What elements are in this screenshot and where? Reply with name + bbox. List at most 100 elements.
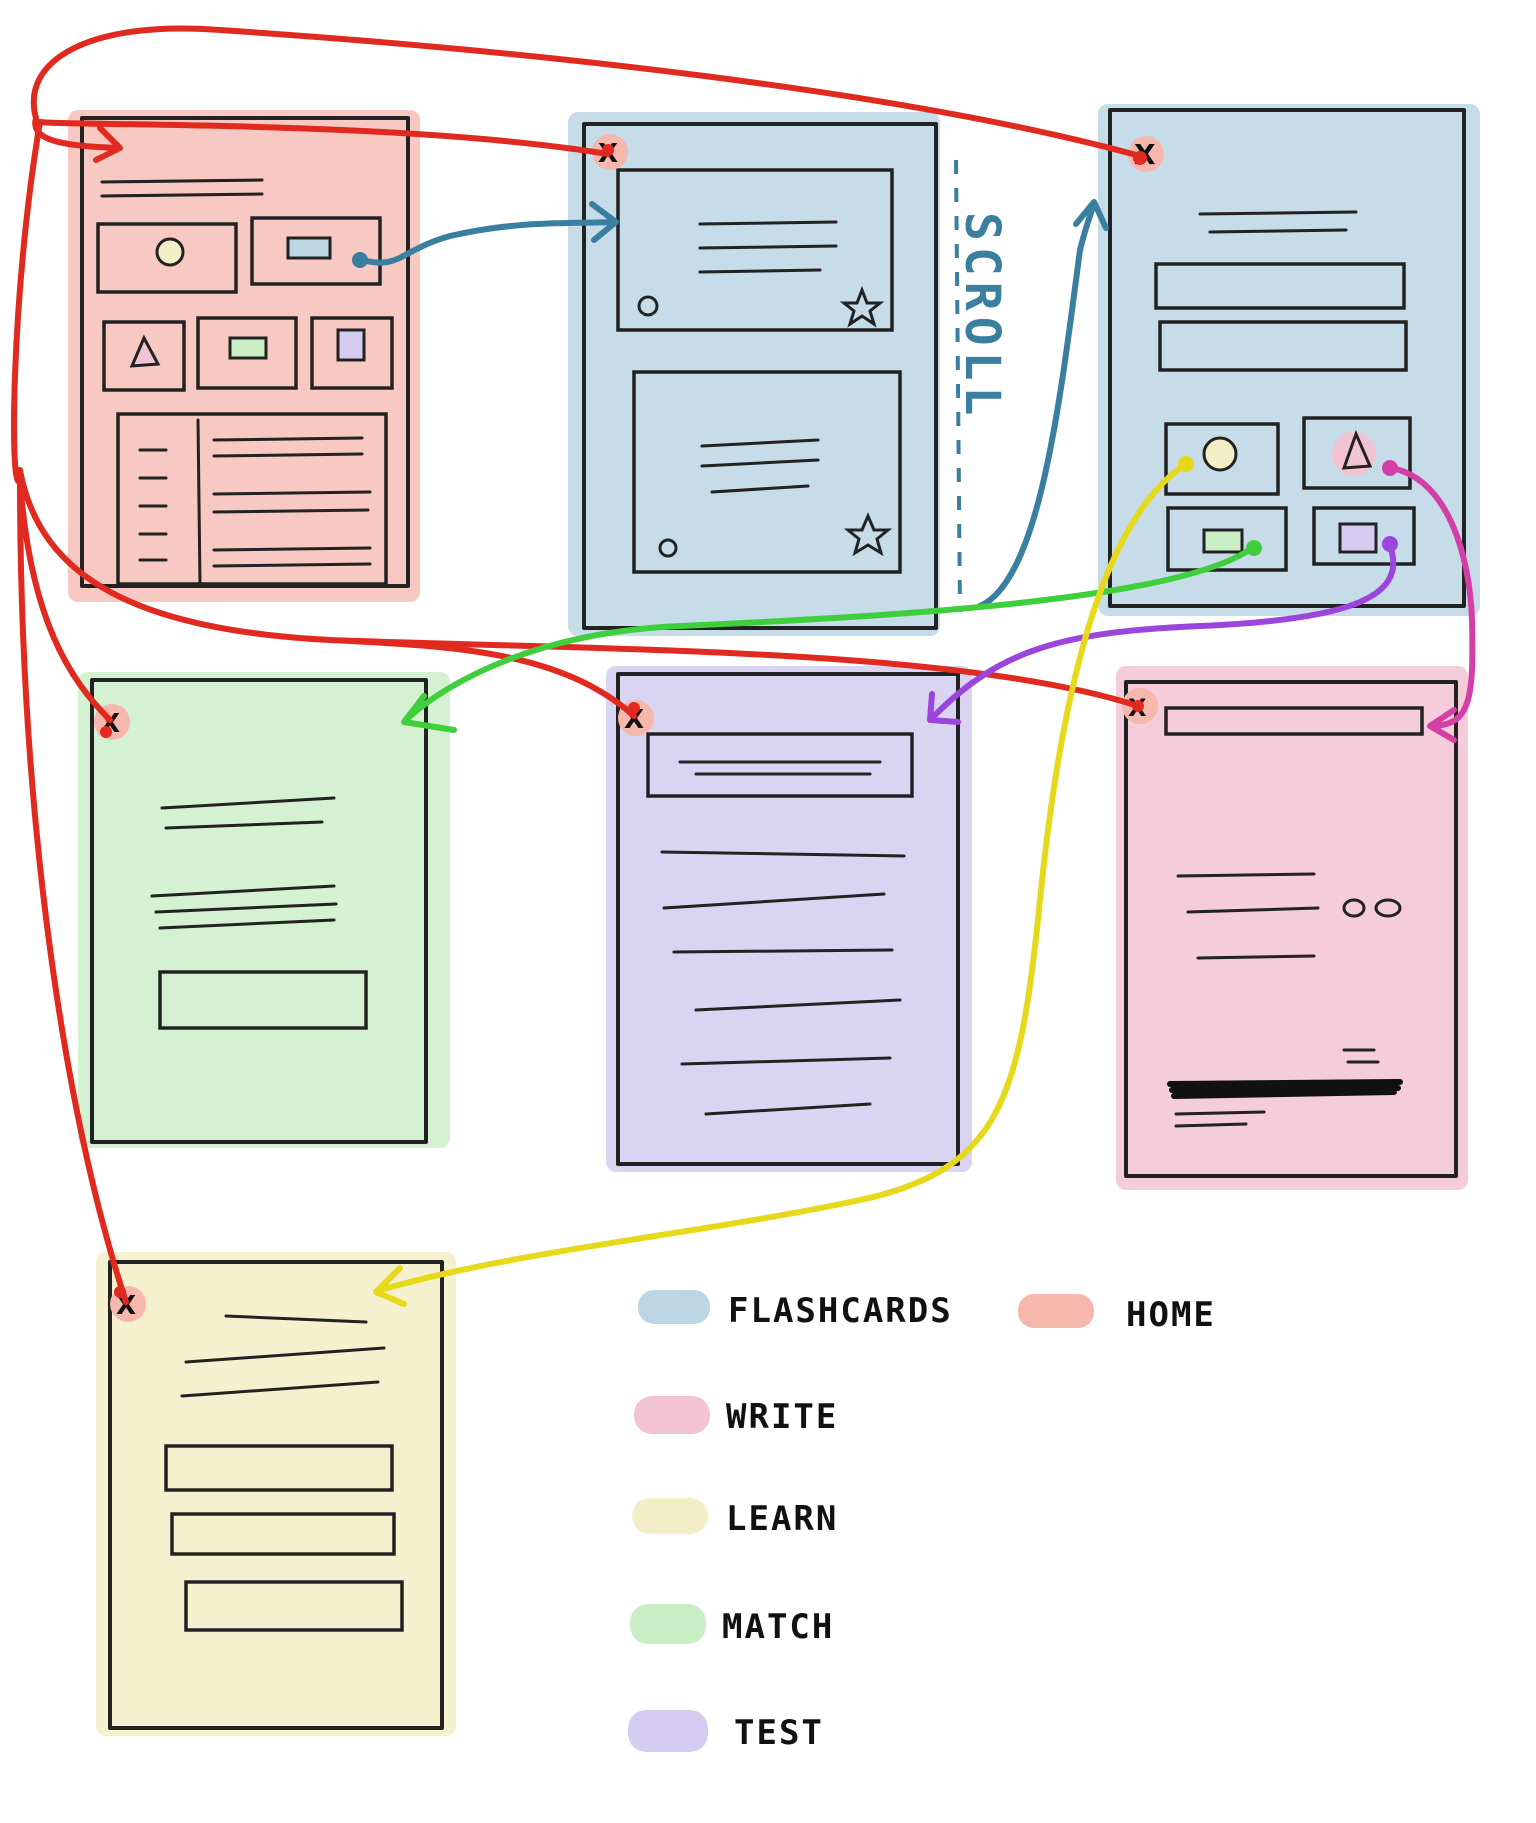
red-arrowhead-home xyxy=(93,125,123,163)
blue-arrows xyxy=(352,199,1109,609)
red-arrow-dot xyxy=(628,702,640,714)
write-triangle-icon xyxy=(129,334,161,368)
audio-circle-icon[interactable] xyxy=(637,295,659,317)
write-highlight xyxy=(1116,666,1468,1190)
set-info-bar xyxy=(1154,262,1406,310)
close-icon: X xyxy=(116,1291,136,1321)
home-term-list xyxy=(116,412,388,586)
purple-arrow-dot xyxy=(1382,536,1398,552)
red-arrow-dot xyxy=(114,1286,126,1298)
write-answer-input[interactable] xyxy=(1167,1079,1403,1099)
legend-item-learn: LEARN xyxy=(632,1498,836,1539)
legend-item-test: TEST xyxy=(628,1710,822,1753)
star-icon[interactable] xyxy=(839,285,885,328)
test-frame xyxy=(616,672,960,1166)
yellow-arrow-dot xyxy=(1178,456,1194,472)
flashcard-front[interactable] xyxy=(616,168,894,332)
legend-swatch xyxy=(1018,1294,1094,1328)
audio-circle-icon[interactable] xyxy=(658,538,678,558)
home-title-line xyxy=(100,192,264,198)
red-arrow-trunk xyxy=(11,119,1141,1305)
scroll-label: SCROLL xyxy=(954,212,1010,421)
test-screen xyxy=(606,666,972,1172)
legend-label: HOME xyxy=(1126,1295,1216,1335)
mode-tile-write[interactable] xyxy=(1302,416,1412,490)
set-title-line xyxy=(1198,210,1358,216)
home-tile-write[interactable] xyxy=(102,320,186,392)
write-screen xyxy=(1116,666,1468,1190)
red-arrow-dot xyxy=(602,144,614,156)
legend-item-match: MATCH xyxy=(630,1604,834,1647)
green-arrow-dot xyxy=(1246,540,1262,556)
mode-tile-learn[interactable] xyxy=(1164,422,1280,496)
hint-dot-icon[interactable] xyxy=(1374,898,1402,918)
purple-arrow xyxy=(927,536,1398,725)
yellow-arrow-learn xyxy=(377,461,1189,1293)
green-arrow-match xyxy=(405,545,1255,721)
magenta-arrowhead xyxy=(1427,707,1457,743)
magenta-arrow-write xyxy=(1389,465,1476,729)
blue-arrow-scroll xyxy=(977,207,1095,609)
legend-swatch xyxy=(638,1290,710,1324)
legend-swatch xyxy=(634,1396,710,1434)
match-answer-box[interactable] xyxy=(158,970,368,1030)
green-arrow xyxy=(401,540,1262,733)
test-question-box xyxy=(646,732,914,798)
flashcard-front-lines xyxy=(698,220,838,274)
match-highlight xyxy=(78,672,450,1148)
mode-tile-match[interactable] xyxy=(1166,506,1288,572)
legend-item-write: WRITE xyxy=(634,1396,838,1437)
flashcards-card-icon xyxy=(286,236,332,260)
set-detail-screen xyxy=(1098,104,1480,616)
learn-frame xyxy=(108,1260,444,1730)
write-small-line xyxy=(1174,1110,1266,1116)
magenta-arrow-dot xyxy=(1382,460,1398,476)
flashcard-back[interactable] xyxy=(632,370,902,574)
learn-circle-icon xyxy=(1202,436,1238,472)
red-arrow-dot xyxy=(1133,151,1147,165)
home-list-divider xyxy=(196,418,202,586)
flashcards-screen: SCROLL xyxy=(568,112,1010,636)
home-list-lines xyxy=(138,436,372,568)
home-frame xyxy=(80,116,410,588)
yellow-arrow xyxy=(373,456,1194,1307)
test-doc-icon xyxy=(336,328,366,362)
legend-label: MATCH xyxy=(722,1607,834,1647)
star-icon[interactable] xyxy=(843,512,893,557)
set-detail-frame xyxy=(1108,108,1466,608)
set-info-bar xyxy=(1158,320,1408,372)
set-title-line xyxy=(1208,228,1348,234)
set-detail-highlight xyxy=(1098,104,1480,616)
legend-swatch xyxy=(630,1604,706,1644)
purple-arrowhead xyxy=(927,691,961,725)
learn-choice-option[interactable] xyxy=(170,1512,396,1556)
legend-swatch xyxy=(632,1498,708,1534)
write-triangle-icon xyxy=(1341,429,1373,470)
home-tile-flashcards[interactable] xyxy=(250,216,382,286)
mode-tile-test[interactable] xyxy=(1312,506,1416,566)
legend-label: WRITE xyxy=(726,1397,838,1437)
learn-highlight xyxy=(96,1252,456,1736)
blue-arrowhead xyxy=(1073,199,1109,231)
write-progress-bar xyxy=(1164,706,1424,736)
home-tile-match[interactable] xyxy=(196,316,298,390)
test-answer-lines xyxy=(660,850,906,1116)
blue-arrow-flashcards xyxy=(359,219,617,266)
learn-choice-option[interactable] xyxy=(164,1444,394,1492)
hint-dot-icon[interactable] xyxy=(1342,898,1366,918)
blue-arrowhead xyxy=(589,201,619,243)
home-tile-learn[interactable] xyxy=(96,222,238,294)
learn-screen xyxy=(96,1252,456,1736)
match-frame xyxy=(90,678,428,1144)
flashcards-frame xyxy=(582,122,938,630)
test-doc-icon xyxy=(1338,522,1378,554)
home-tile-test[interactable] xyxy=(310,316,394,390)
magenta-arrow xyxy=(1382,460,1476,743)
learn-choice-option[interactable] xyxy=(184,1580,404,1632)
match-lines xyxy=(150,796,338,930)
learn-circle-icon xyxy=(155,237,185,267)
legend-label: FLASHCARDS xyxy=(728,1291,953,1331)
legend-item-home: HOME xyxy=(1018,1294,1216,1335)
red-arrow-dot xyxy=(1132,700,1144,712)
